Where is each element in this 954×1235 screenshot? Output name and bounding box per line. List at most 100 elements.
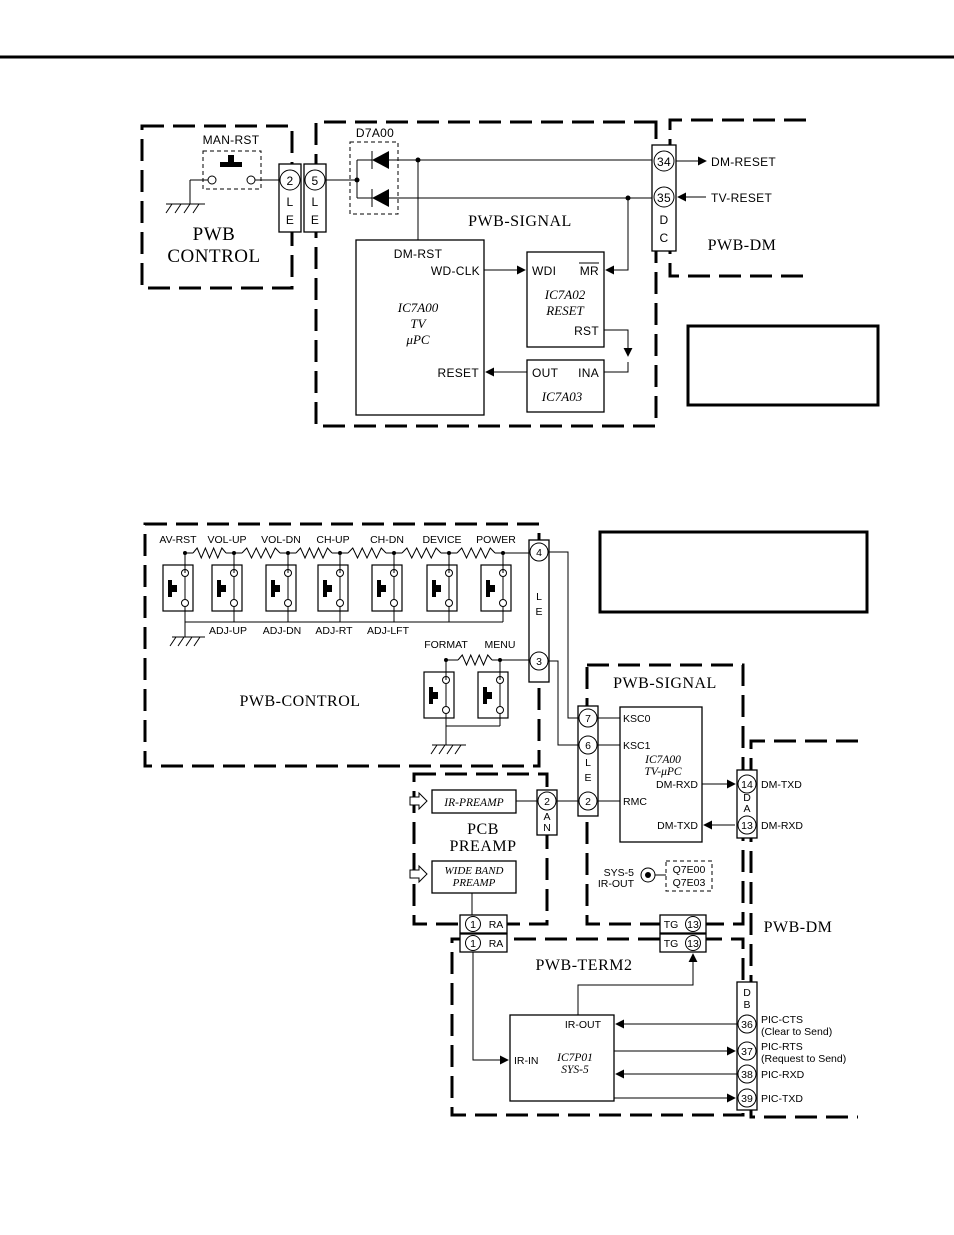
an-pin-2: 2 xyxy=(544,796,550,808)
top-pwb-signal-label: PWB-SIGNAL xyxy=(468,213,572,230)
sig-le-l: L xyxy=(585,757,591,769)
man-rst-label: MAN-RST xyxy=(203,133,260,147)
dan-pin-13: 13 xyxy=(741,820,753,832)
resistor-ladder xyxy=(185,546,529,667)
ic7a03-name: IC7A03 xyxy=(541,389,583,404)
db-pin-circle xyxy=(737,1088,757,1108)
ic7p01-box xyxy=(509,1014,615,1102)
tg-pin-13-top: 13 xyxy=(687,919,699,931)
pwb-dm-boundary xyxy=(668,118,806,278)
switch-label-adj-dn: ADJ-DN xyxy=(263,625,302,637)
man-rst-switch xyxy=(202,150,262,190)
key-switch-ch-up xyxy=(317,564,349,612)
pwb-term2-label: PWB-TERM2 xyxy=(536,957,633,974)
db-pin-38: 38 xyxy=(741,1069,753,1081)
ir-preamp-label: IR-PREAMP xyxy=(443,797,503,809)
ra-label-top: RA xyxy=(489,919,504,931)
dm-rxd-out-label: DM-RXD xyxy=(761,820,803,832)
top-pin-5: 5 xyxy=(312,174,319,188)
mr-label: MR xyxy=(580,264,599,278)
dc-c: C xyxy=(660,231,669,245)
tg-pin-13-bottom: 13 xyxy=(687,938,699,950)
ra-pin-1-top: 1 xyxy=(470,919,476,931)
ic7p01-ir-in-label: IR-IN xyxy=(514,1055,539,1067)
ksc0-label: KSC0 xyxy=(623,713,651,725)
tv-reset-label: TV-RESET xyxy=(711,191,772,205)
top-connector-control xyxy=(278,163,302,233)
key-switch-vol-dn xyxy=(265,564,297,612)
sig-pin-6: 6 xyxy=(585,740,591,752)
ir-input-arrow-2 xyxy=(409,864,428,884)
ra-label-bottom: RA xyxy=(489,938,504,950)
top-pin-2: 2 xyxy=(287,174,294,188)
dan-pin-14: 14 xyxy=(741,779,753,791)
db-pin-circle xyxy=(737,1064,757,1084)
dan-a: A xyxy=(743,803,750,815)
db-signal-pic-cts: PIC-CTS xyxy=(761,1014,803,1026)
rmc-label: RMC xyxy=(623,796,647,808)
bottom-pwb-control-label: PWB-CONTROL xyxy=(239,693,360,710)
ic7p01-sys5: SYS-5 xyxy=(561,1064,589,1076)
pwb-signal-boundary xyxy=(314,120,658,428)
ic7p01-ir-out-label: IR-OUT xyxy=(565,1019,602,1031)
wd-clk-label: WD-CLK xyxy=(431,264,480,278)
format-label: FORMAT xyxy=(424,639,468,651)
q7e03-label: Q7E03 xyxy=(673,877,706,889)
wide-band-box xyxy=(431,860,517,894)
db-signal-desc: (Clear to Send) xyxy=(761,1026,832,1038)
top-le-e2: E xyxy=(311,213,319,227)
bottom-ic7a00-box xyxy=(619,706,703,843)
db-signal-pic-rxd: PIC-RXD xyxy=(761,1069,805,1081)
key-switch-format xyxy=(423,671,455,719)
key-switch-device xyxy=(426,564,458,612)
tg-connector-bottom xyxy=(659,933,707,953)
rst-label: RST xyxy=(574,324,599,338)
switch-label-vol-dn: VOL-DN xyxy=(261,534,301,546)
dm-reset-label: DM-RESET xyxy=(711,155,776,169)
ic7a03-box xyxy=(526,359,605,413)
db-pin-circle xyxy=(737,1014,757,1034)
le-l: L xyxy=(536,591,542,603)
dc-connector xyxy=(651,144,677,252)
signal-le-connector xyxy=(577,705,599,817)
top-pwb-control-line1: PWB xyxy=(193,224,236,245)
le-e: E xyxy=(535,606,542,618)
an-a: A xyxy=(543,811,550,823)
db-signal-desc: (Request to Send) xyxy=(761,1053,846,1065)
wide-band-label-2: PREAMP xyxy=(452,877,496,889)
dc-d: D xyxy=(660,213,669,227)
le-pin-3: 3 xyxy=(536,656,542,668)
dan-connector xyxy=(736,769,758,839)
reset-label: RESET xyxy=(437,366,479,380)
ic-dm-txd-label: DM-TXD xyxy=(657,820,698,832)
d7a00-label: D7A00 xyxy=(356,126,394,140)
sig-pin-7: 7 xyxy=(585,713,591,725)
bottom-pwb-dm-label: PWB-DM xyxy=(764,919,833,936)
bottom-caption-box xyxy=(598,530,869,614)
wdi-label: WDI xyxy=(532,264,556,278)
top-caption-box xyxy=(686,324,880,407)
switch-label-adj-lft: ADJ-LFT xyxy=(367,625,410,637)
switch-label-device: DEVICE xyxy=(422,534,461,546)
an-connector xyxy=(536,789,558,836)
ic7a02-box xyxy=(526,251,605,348)
key-switch-ch-dn xyxy=(371,564,403,612)
db-signal-labels: PIC-CTS(Clear to Send)PIC-RTS(Request to… xyxy=(761,1014,846,1105)
top-pwb-dm-label: PWB-DM xyxy=(708,237,777,254)
ra-connector-bottom xyxy=(459,933,508,953)
sig-le-e: E xyxy=(584,772,591,784)
sys5-label: SYS-5 xyxy=(604,867,635,879)
db-b: B xyxy=(743,999,750,1011)
reset-diagram: PWB CONTROL MAN-RST 2 L E 5 L E D7A00 xyxy=(140,118,880,428)
ksc1-label: KSC1 xyxy=(623,740,651,752)
key-switch-matrix xyxy=(162,551,512,755)
ground-icon xyxy=(169,636,205,647)
db-d: D xyxy=(743,987,751,999)
switch-label-ch-up: CH-UP xyxy=(316,534,349,546)
q7e-box xyxy=(665,860,713,892)
ir-out-jack-label: IR-OUT xyxy=(598,878,635,890)
tg-label-bottom: TG xyxy=(664,938,679,950)
